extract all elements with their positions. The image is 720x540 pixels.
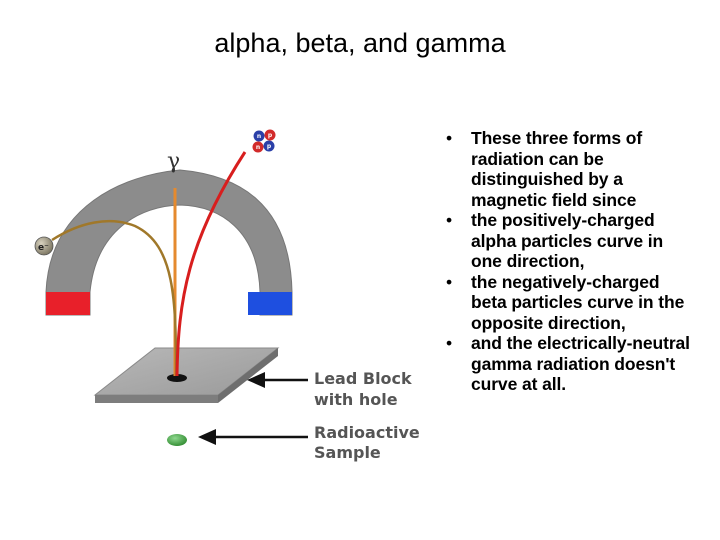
bullet-text: the positively-charged alpha particles c… [471, 210, 664, 271]
slide-title: alpha, beta, and gamma [214, 28, 506, 58]
bullet-item: • the negatively-charged beta particles c… [444, 272, 694, 334]
bullet-text: and the electrically-neutral gamma radia… [471, 333, 690, 394]
arrow-icon [247, 372, 308, 388]
lead-block-label-line1: Lead Block [314, 369, 412, 388]
alpha-path [175, 151, 247, 377]
bullet-item: • and the electrically-neutral gamma radi… [444, 333, 694, 395]
magnet-blue-pole [248, 292, 292, 315]
gamma-symbol: γ [167, 149, 180, 174]
bullet-list: • These three forms of radiation can be d… [444, 128, 694, 395]
radioactive-sample-icon [167, 434, 187, 446]
bullet-dot: • [446, 271, 453, 292]
bullet-dot: • [446, 128, 453, 148]
bullet-text: the negatively-charged beta particles cu… [471, 271, 685, 333]
electron-icon: e⁻ [34, 236, 54, 256]
magnet-red-pole [46, 292, 90, 315]
bullet-item: • These three forms of radiation can be d… [444, 128, 694, 210]
alpha-label-4: p [267, 143, 272, 150]
bullet-text: These three forms of radiation can be di… [471, 128, 643, 210]
sample-label-line1: Radioactive [314, 423, 420, 442]
magnet-icon [45, 169, 293, 316]
lead-block-label-line2: with hole [314, 390, 398, 409]
bullet-dot: • [446, 210, 453, 230]
sample-label-line2: Sample [314, 443, 381, 462]
bullet-dot: • [446, 333, 453, 353]
alpha-label-1: n [257, 133, 261, 140]
electron-label: e⁻ [38, 243, 49, 253]
alpha-label-3: n [256, 144, 260, 151]
beta-path [51, 219, 178, 377]
bullet-item: • the positively-charged alpha particles … [444, 210, 694, 272]
block-hole [167, 374, 187, 382]
alpha-particle-icon: n p n p [252, 129, 276, 153]
alpha-label-2: p [268, 132, 273, 139]
arrow-icon [198, 429, 308, 445]
lead-block-icon [93, 347, 280, 403]
